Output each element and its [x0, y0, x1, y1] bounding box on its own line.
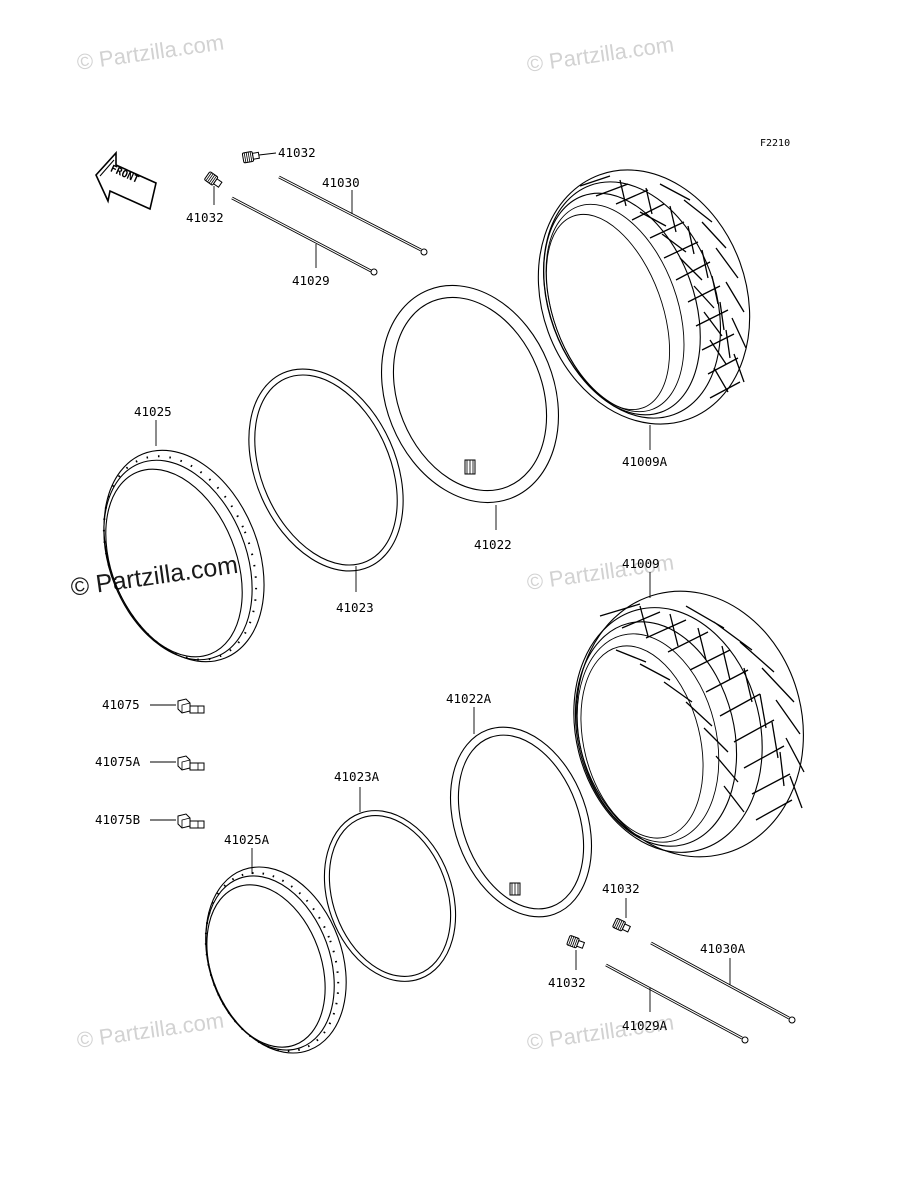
- label-41025: 41025: [134, 404, 172, 419]
- rear-rim-band-41023A: [323, 787, 457, 982]
- spoke-41030A: [650, 941, 796, 1024]
- svg-text:© Partzilla.com: © Partzilla.com: [75, 30, 225, 75]
- watermark-top-left: © Partzilla.com: [75, 30, 225, 75]
- front-arrow-icon: FRONT: [95, 150, 157, 211]
- label-41022: 41022: [474, 537, 512, 552]
- label-41075B: 41075B: [95, 812, 140, 827]
- spoke-41030: [278, 175, 428, 256]
- rear-rim-41025A: [204, 848, 347, 1054]
- watermark-center-dark: © Partzilla.com: [69, 551, 240, 602]
- svg-text:© Partzilla.com: © Partzilla.com: [525, 32, 675, 77]
- label-41023: 41023: [336, 600, 374, 615]
- label-41009A: 41009A: [622, 454, 668, 469]
- front-rim-band-41023: [248, 368, 404, 592]
- label-41025A: 41025A: [224, 832, 270, 847]
- label-41075A: 41075A: [95, 754, 141, 769]
- label-41023A: 41023A: [334, 769, 380, 784]
- label-41029: 41029: [292, 273, 330, 288]
- label-41030A: 41030A: [700, 941, 746, 956]
- label-41029A: 41029A: [622, 1018, 668, 1033]
- rear-tube-41022A: [449, 707, 593, 918]
- label-41075: 41075: [102, 697, 140, 712]
- label-41032-left: 41032: [186, 210, 224, 225]
- label-41009: 41009: [622, 556, 660, 571]
- label-41030: 41030: [322, 175, 360, 190]
- front-tube-41022: [380, 284, 560, 530]
- valve-cap-41032-left: [203, 170, 224, 205]
- svg-text:© Partzilla.com: © Partzilla.com: [69, 551, 240, 602]
- front-rim-41025: [102, 420, 265, 663]
- label-41032-top: 41032: [278, 145, 316, 160]
- watermark-top-right: © Partzilla.com: [525, 32, 675, 77]
- valve-cap-41032-rear-upper: [611, 898, 632, 935]
- nipple-41075B: [150, 813, 205, 829]
- valve-cap-41032-rear-lower: [566, 934, 586, 970]
- nipple-41075: [150, 698, 205, 714]
- spoke-41029A: [605, 963, 749, 1044]
- svg-text:© Partzilla.com: © Partzilla.com: [75, 1008, 225, 1053]
- nipple-41075A: [150, 755, 205, 771]
- watermark-bottom-left: © Partzilla.com: [75, 1008, 225, 1053]
- front-tire-41009A: [537, 169, 751, 450]
- rear-tire-41009: [573, 572, 805, 858]
- label-41032-rear-lower: 41032: [548, 975, 586, 990]
- figure-code: F2210: [760, 138, 790, 149]
- valve-cap-41032-top: [241, 149, 277, 164]
- label-41022A: 41022A: [446, 691, 492, 706]
- label-41032-rear-upper: 41032: [602, 881, 640, 896]
- spoke-41029: [231, 196, 378, 276]
